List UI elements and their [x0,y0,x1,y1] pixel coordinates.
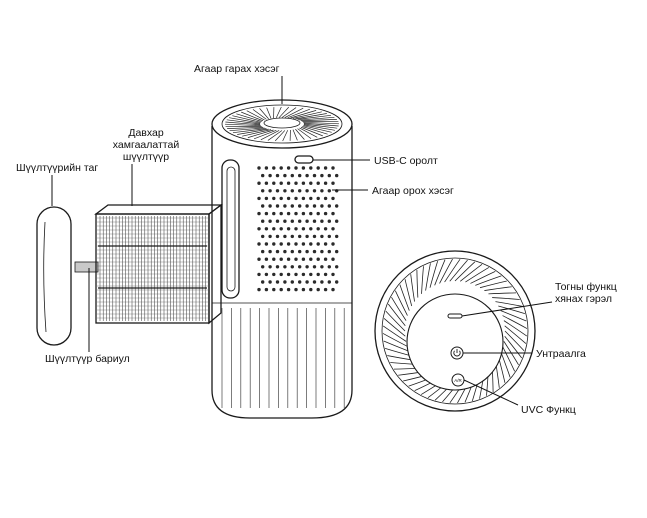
label-air-outlet: Агаар гарах хэсэг [194,63,280,75]
label-air-inlet: Агаар орох хэсэг [372,185,454,197]
label-filter-cover: Шүүлтүүрийн таг [16,162,98,174]
label-filter-line3: шүүлтүүр [123,151,169,163]
filter-strap [74,261,99,273]
label-filter-line1: Давхар [128,127,164,139]
label-wind-speed-line1: Тогны функц [555,281,617,293]
uvc-button-mark: A/R [454,378,462,383]
uvc-button[interactable]: A/R [451,373,465,387]
filter-cover [36,206,72,346]
power-button[interactable] [450,346,464,360]
usb-c-port [294,155,314,164]
label-power-button: Унтраалга [536,348,586,360]
top-view-panel: A/R [374,250,536,412]
label-usb-c-port: USB-C оролт [374,155,438,167]
hepa-filter [94,203,223,325]
air-inlet-perforation [257,166,339,292]
purifier-body [211,99,353,419]
filter-grid [97,216,208,321]
label-filter-strap: Шүүлтүүр бариул [45,353,130,365]
top-air-outlet-vent [224,106,340,142]
leader-lines [51,76,553,406]
label-uvc-function: UVC Функц [521,404,576,416]
label-wind-speed-line2: хянах гэрэл [555,293,612,305]
lower-ribs [221,308,345,408]
wind-speed-indicator-light [447,313,463,319]
label-filter-line2: хамгаалаттай [113,139,180,151]
